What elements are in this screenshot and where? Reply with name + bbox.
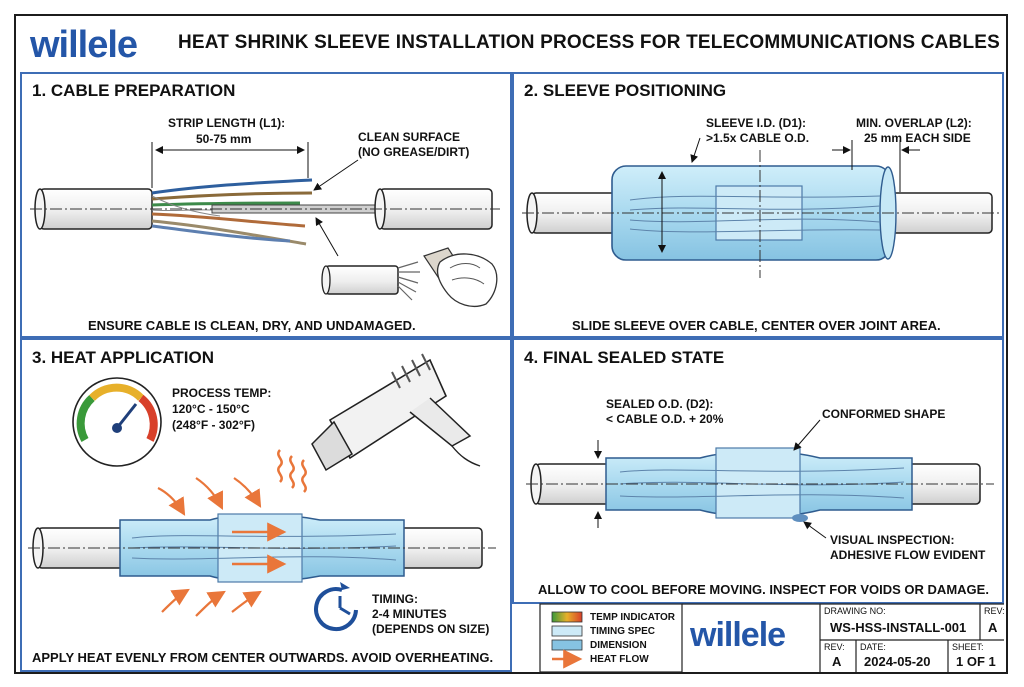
sealed-od-label: SEALED O.D. (D2): (606, 397, 714, 411)
conformed-leader (793, 419, 821, 451)
overlap-value: 25 mm EACH SIDE (864, 131, 971, 145)
panel-3-caption: APPLY HEAT EVENLY FROM CENTER OUTWARDS. … (32, 650, 494, 665)
strip-length-label: STRIP LENGTH (L1): (168, 116, 286, 130)
title-block-logo: willele (690, 616, 786, 654)
date-value: 2024-05-20 (864, 654, 931, 669)
process-temp-fahrenheit: (248°F - 302°F) (172, 418, 255, 432)
conformed-shape-label: CONFORMED SHAPE (822, 407, 946, 421)
sleeve-id-dimension (658, 137, 701, 253)
heat-flow-arrows-bottom (161, 588, 262, 617)
drawing-number: WS-HSS-INSTALL-001 (830, 620, 967, 635)
timing-value: 2-4 MINUTES (372, 607, 447, 621)
cable-cleaning-inset (321, 261, 420, 301)
timing-note: (DEPENDS ON SIZE) (372, 622, 490, 636)
strip-length-dimension (151, 142, 309, 188)
rev-value-top: A (988, 620, 998, 635)
heat-waves-icon (277, 449, 307, 493)
overlap-label: MIN. OVERLAP (L2): (856, 116, 972, 130)
rev-value-bottom: A (832, 654, 842, 669)
panel-4-caption: ALLOW TO COOL BEFORE MOVING. INSPECT FOR… (538, 582, 989, 597)
heat-gun-icon (311, 353, 481, 472)
panel-1-caption: ENSURE CABLE IS CLEAN, DRY, AND UNDAMAGE… (88, 318, 416, 333)
strip-length-value: 50-75 mm (196, 132, 252, 146)
timing-label: TIMING: (372, 592, 418, 606)
panel-3-title: 3. HEAT APPLICATION (32, 348, 214, 367)
clean-surface-label: CLEAN SURFACE (358, 130, 461, 144)
timer-icon (314, 582, 358, 632)
clean-surface-note: (NO GREASE/DIRT) (358, 145, 470, 159)
process-temp-celsius: 120°C - 150°C (172, 402, 250, 416)
cable-right-2 (879, 192, 993, 234)
legend-swatch-timing (551, 625, 583, 637)
legend-temp-indicator: TEMP INDICATOR (590, 612, 676, 623)
sheet-label: SHEET: (952, 642, 984, 652)
visual-inspection-label: VISUAL INSPECTION: (830, 533, 955, 547)
panel-2-caption: SLIDE SLEEVE OVER CABLE, CENTER OVER JOI… (572, 318, 941, 333)
cleaning-leader (315, 217, 339, 257)
sleeve-id-label: SLEEVE I.D. (D1): (706, 116, 807, 130)
process-temp-label: PROCESS TEMP: (172, 386, 272, 400)
panel-1-title: 1. CABLE PREPARATION (32, 81, 236, 100)
heat-shrink-sleeve-3 (119, 513, 405, 583)
drawing-no-label: DRAWING NO: (824, 606, 886, 616)
visual-inspection-note: ADHESIVE FLOW EVIDENT (830, 548, 986, 562)
sealed-sleeve-4 (605, 447, 913, 522)
stripped-wires (151, 178, 313, 246)
legend-swatch-temp (551, 611, 583, 623)
temperature-gauge (72, 377, 162, 467)
rev-label-bottom: REV: (824, 642, 845, 652)
sealed-od-value: < CABLE O.D. + 20% (606, 412, 724, 426)
legend-timing-spec: TIMING SPEC (590, 626, 656, 637)
heat-flow-arrows-inner (232, 522, 287, 574)
brand-logo: willele (30, 24, 138, 66)
legend-swatch-dimension (551, 639, 583, 651)
clean-surface-leader (313, 159, 359, 191)
heat-flow-arrows-top (157, 477, 262, 516)
panel-4-title: 4. FINAL SEALED STATE (524, 348, 725, 367)
legend-dimension: DIMENSION (590, 640, 647, 651)
inspection-leader (803, 521, 827, 539)
date-label: DATE: (860, 642, 886, 652)
panel-2-title: 2. SLEEVE POSITIONING (524, 81, 727, 100)
overlap-dimension (832, 140, 920, 192)
legend-heat-flow: HEAT FLOW (590, 654, 649, 665)
sleeve-id-value: >1.5x CABLE O.D. (706, 131, 810, 145)
document-title: HEAT SHRINK SLEEVE INSTALLATION PROCESS … (178, 32, 1001, 53)
rev-label-top: REV: (984, 606, 1005, 616)
sheet-value: 1 OF 1 (956, 654, 996, 669)
hand-with-cloth-icon (423, 247, 498, 308)
